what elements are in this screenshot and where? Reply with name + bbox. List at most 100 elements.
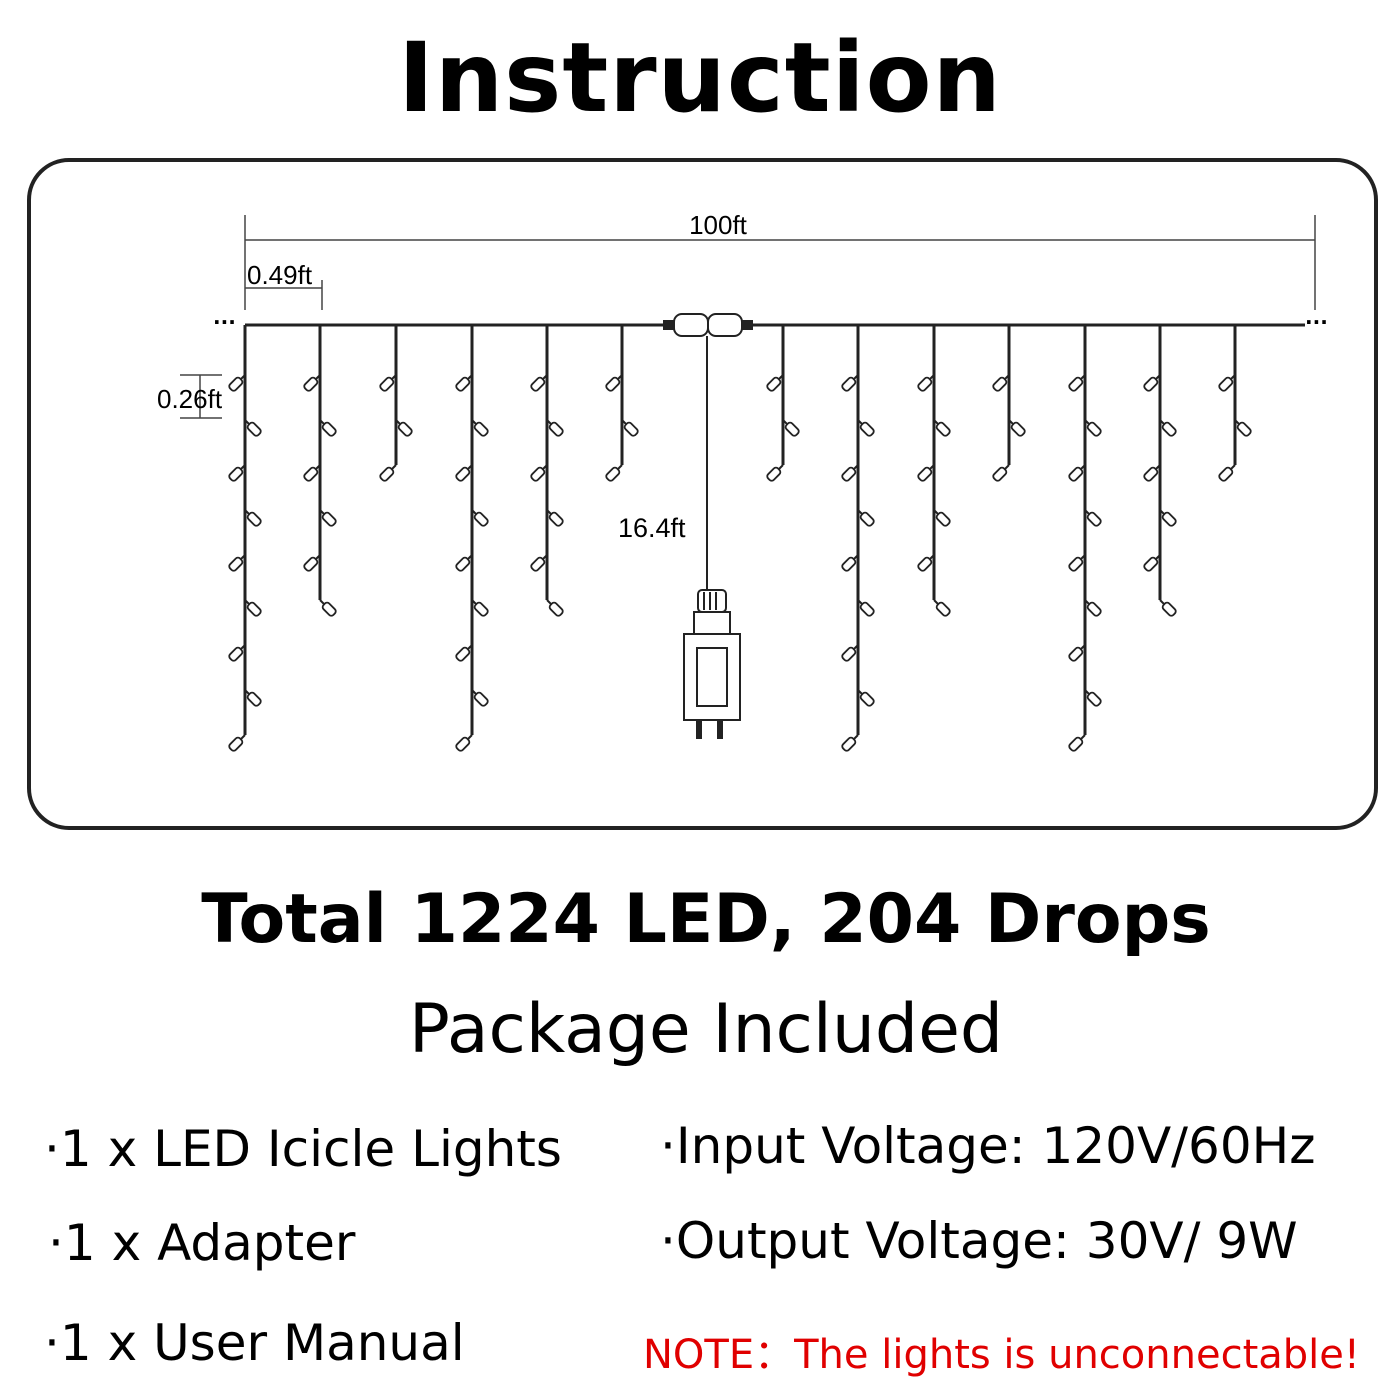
- led-bulb-icon: [530, 464, 548, 482]
- led-bulb-icon: [319, 509, 337, 527]
- led-bulb-icon: [228, 734, 246, 752]
- icicle-drop: [992, 325, 1026, 482]
- drop-spacing-label: 0.49ft: [247, 260, 313, 290]
- led-bulb-icon: [303, 464, 321, 482]
- icicle-light-diagram: 100ft 0.49ft 0.26ft 16.4ft ··· ···: [27, 158, 1378, 830]
- led-bulb-icon: [1143, 374, 1161, 392]
- icicle-drop: [1143, 325, 1177, 617]
- led-bulb-icon: [471, 599, 489, 617]
- led-bulb-icon: [244, 509, 262, 527]
- led-spacing-label: 0.26ft: [157, 384, 223, 414]
- icicle-drop: [1068, 325, 1102, 752]
- led-bulb-icon: [841, 464, 859, 482]
- led-bulb-icon: [319, 419, 337, 437]
- led-bulb-icon: [841, 374, 859, 392]
- led-bulb-icon: [455, 374, 473, 392]
- led-bulb-icon: [303, 554, 321, 572]
- led-bulb-icon: [244, 419, 262, 437]
- led-bulb-icon: [244, 599, 262, 617]
- led-bulb-icon: [1159, 599, 1177, 617]
- package-item-manual: ·1 x User Manual: [44, 1314, 465, 1372]
- led-bulb-icon: [455, 554, 473, 572]
- page-title: Instruction: [398, 22, 1002, 134]
- led-bulb-icon: [546, 419, 564, 437]
- led-bulb-icon: [455, 464, 473, 482]
- led-bulb-icon: [917, 374, 935, 392]
- led-bulb-icon: [319, 599, 337, 617]
- led-bulb-icon: [1218, 464, 1236, 482]
- led-bulb-icon: [471, 689, 489, 707]
- icicle-drop: [530, 325, 564, 617]
- led-bulb-icon: [1159, 509, 1177, 527]
- led-bulb-icon: [1159, 419, 1177, 437]
- note-unconnectable: NOTE：The lights is unconnectable!: [643, 1332, 1360, 1378]
- led-bulb-icon: [471, 509, 489, 527]
- led-bulb-icon: [1084, 689, 1102, 707]
- led-bulb-icon: [1143, 554, 1161, 572]
- led-bulb-icon: [621, 419, 639, 437]
- connector: [663, 313, 753, 337]
- package-item-lights: ·1 x LED Icicle Lights: [44, 1120, 562, 1178]
- lead-wire-label: 16.4ft: [618, 513, 686, 543]
- led-bulb-icon: [841, 554, 859, 572]
- led-bulb-icon: [546, 599, 564, 617]
- icicle-drop: [379, 325, 413, 482]
- led-bulb-icon: [857, 599, 875, 617]
- led-bulb-icon: [1008, 419, 1026, 437]
- led-bulb-icon: [992, 374, 1010, 392]
- led-bulb-icon: [917, 554, 935, 572]
- led-bulb-icon: [1084, 509, 1102, 527]
- icicle-drop: [303, 325, 337, 617]
- length-dimension: [180, 215, 1316, 419]
- led-bulb-icon: [228, 464, 246, 482]
- led-bulb-icon: [546, 509, 564, 527]
- led-bulb-icon: [379, 374, 397, 392]
- led-bulb-icon: [1234, 419, 1252, 437]
- led-bulb-icon: [782, 419, 800, 437]
- led-bulb-icon: [1068, 554, 1086, 572]
- led-bulb-icon: [395, 419, 413, 437]
- led-bulb-icon: [228, 554, 246, 572]
- adapter-icon: [683, 589, 741, 739]
- led-bulb-icon: [1068, 644, 1086, 662]
- led-bulb-icon: [933, 419, 951, 437]
- led-bulb-icon: [244, 689, 262, 707]
- package-title: Package Included: [408, 990, 1004, 1069]
- icicle-drop: [455, 325, 489, 752]
- led-bulb-icon: [1068, 374, 1086, 392]
- icicle-drop: [917, 325, 951, 617]
- led-bulb-icon: [992, 464, 1010, 482]
- led-bulb-icon: [857, 509, 875, 527]
- led-bulb-icon: [455, 734, 473, 752]
- led-bulb-icon: [1084, 419, 1102, 437]
- led-bulb-icon: [857, 689, 875, 707]
- length-label: 100ft: [689, 210, 748, 240]
- led-bulb-icon: [933, 509, 951, 527]
- led-bulb-icon: [379, 464, 397, 482]
- led-bulb-icon: [471, 419, 489, 437]
- led-bulb-icon: [1068, 734, 1086, 752]
- total-led-count: Total 1224 LED, 204 Drops: [201, 880, 1211, 959]
- continuation-dots-right: ···: [1305, 310, 1328, 334]
- led-bulb-icon: [841, 644, 859, 662]
- led-bulb-icon: [455, 644, 473, 662]
- led-bulb-icon: [1143, 464, 1161, 482]
- led-bulb-icon: [228, 374, 246, 392]
- led-bulb-icon: [933, 599, 951, 617]
- led-bulb-icon: [1084, 599, 1102, 617]
- icicle-drop: [1218, 325, 1252, 482]
- led-bulb-icon: [530, 554, 548, 572]
- led-bulb-icon: [530, 374, 548, 392]
- icicle-drop: [605, 325, 639, 482]
- continuation-dots-left: ···: [213, 310, 236, 334]
- spec-output-voltage: ·Output Voltage: 30V/ 9W: [660, 1212, 1298, 1270]
- spec-input-voltage: ·Input Voltage: 120V/60Hz: [660, 1117, 1316, 1175]
- diagram-frame: [27, 158, 1378, 830]
- led-bulb-icon: [1068, 464, 1086, 482]
- led-bulb-icon: [1218, 374, 1236, 392]
- led-bulb-icon: [228, 644, 246, 662]
- icicle-drops: [228, 325, 1252, 752]
- led-bulb-icon: [841, 734, 859, 752]
- led-bulb-icon: [857, 419, 875, 437]
- package-item-adapter: ·1 x Adapter: [48, 1214, 356, 1272]
